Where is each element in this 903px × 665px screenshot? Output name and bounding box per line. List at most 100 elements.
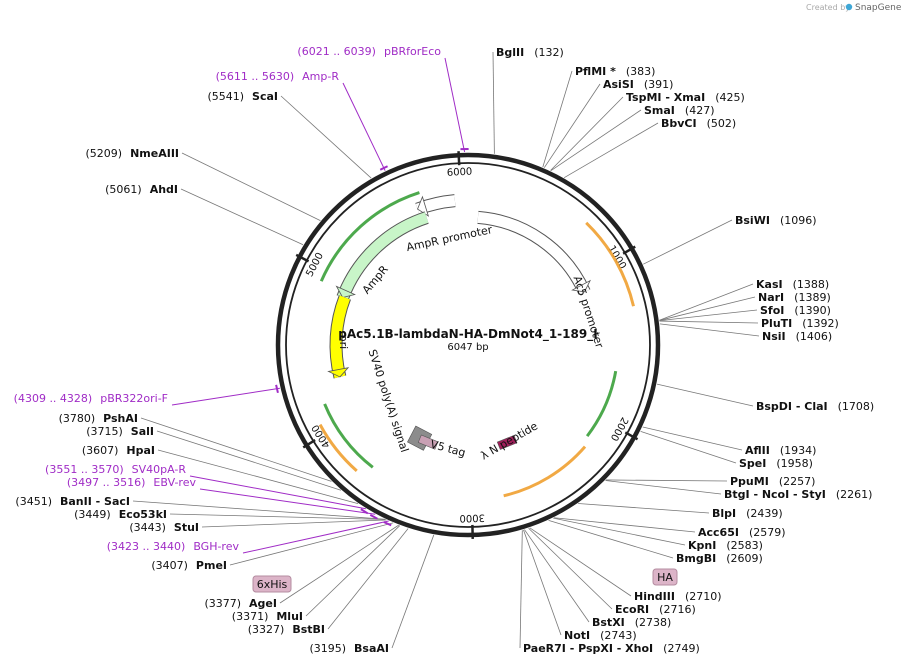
tick-mark [457, 151, 461, 166]
enzyme-leader [542, 70, 573, 168]
primer-range: (4309 .. 4328) [14, 392, 93, 405]
enzyme-ahdi: AhdI(5061) [105, 183, 178, 196]
primer-mark [379, 165, 388, 171]
orf-arc [585, 370, 618, 438]
enzyme-position: (2738) [635, 616, 672, 629]
enzyme-bsiwi: BsiWI (1096) [735, 214, 817, 227]
enzyme-leader [180, 188, 304, 246]
enzyme-name: PpuMI [730, 475, 769, 488]
enzyme-name: AhdI [150, 183, 178, 196]
enzyme-name: Eco53kI [119, 508, 167, 521]
primer-ebv-rev: EBV-rev(3497 .. 3516) [67, 476, 197, 489]
enzyme-name: AgeI [249, 597, 277, 610]
enzyme-leader [659, 323, 760, 337]
primer-leader [342, 82, 386, 171]
enzyme-leader [640, 430, 737, 464]
primer-leader [242, 520, 389, 554]
enzyme-position: (2261) [836, 488, 873, 501]
enzyme-name: NmeAIII [130, 147, 179, 160]
primer-range: (5611 .. 5630) [216, 70, 295, 83]
enzyme-asisi: AsiSI(391) [603, 78, 673, 91]
plasmid-name: pAc5.1B-lambdaN-HA-DmNot4_1-189_I [338, 327, 597, 342]
enzyme-bbvci: BbvCI(502) [661, 117, 736, 130]
primer-mark [275, 384, 279, 394]
enzyme-position: (5209) [86, 147, 123, 160]
enzyme-tspmi-xmai: TspMI - XmaI (425) [626, 91, 745, 104]
enzyme-position: (132) [534, 46, 564, 59]
enzyme-position: (1096) [780, 214, 817, 227]
tick-mark [295, 253, 310, 263]
enzyme-position: (3449) [74, 508, 111, 521]
enzyme-agei: AgeI(3377) [204, 597, 277, 610]
enzyme-position: (425) [715, 91, 745, 104]
feature-label-ampr-promoter: AmpR promoter [405, 223, 494, 254]
enzyme-name: BsiWI [735, 214, 770, 227]
enzyme-leader [519, 530, 523, 649]
orf-arc [318, 423, 358, 473]
enzyme-leader [659, 296, 756, 321]
enzyme-position: (427) [685, 104, 715, 117]
enzyme-pluti: PluTI (1392) [761, 317, 839, 330]
enzyme-name: PmeI [196, 559, 227, 572]
enzyme-name: BanII - SacI [60, 495, 130, 508]
enzyme-kpni: KpnI(2583) [688, 539, 763, 552]
primer-range: (6021 .. 6039) [297, 45, 376, 58]
outer-ring [275, 152, 661, 538]
enzyme-leader [548, 519, 674, 559]
enzyme-leader [656, 383, 754, 407]
enzyme-bstbi: BstBI(3327) [248, 623, 325, 636]
enzyme-leader [157, 449, 359, 504]
enzyme-aflii: AflII(1934) [745, 444, 816, 457]
enzyme-position: (1708) [838, 400, 875, 413]
enzyme-position: (2716) [659, 603, 696, 616]
enzyme-position: (1389) [794, 291, 831, 304]
enzyme-leader [391, 534, 435, 649]
enzyme-leader [578, 503, 710, 514]
orf-arc [585, 221, 635, 307]
enzyme-leader [550, 109, 642, 172]
feature-n-peptide [496, 434, 518, 450]
primer-name: EBV-rev [153, 476, 196, 489]
enzyme-position: (5541) [207, 90, 244, 103]
primer-name: SV40pA-R [132, 463, 187, 476]
enzyme-position: (2257) [779, 475, 816, 488]
enzyme-name: BstXI [592, 616, 625, 629]
enzyme-position: (1388) [793, 278, 830, 291]
primer-leader [199, 488, 376, 515]
tick-mark [624, 431, 639, 441]
enzyme-position: (2743) [600, 629, 637, 642]
enzyme-noti: NotI(2743) [564, 629, 637, 642]
credit-brand: SnapGene [855, 3, 902, 13]
feature-ori [327, 295, 351, 379]
ha-tag-box: HA [652, 568, 678, 586]
enzyme-name: AsiSI [603, 78, 634, 91]
enzyme-leader [132, 500, 386, 520]
enzyme-btgi-ncoi-styi: BtgI - NcoI - StyI(2261) [724, 488, 872, 501]
enzyme-leader [659, 283, 754, 321]
enzyme-name: PluTI [761, 317, 792, 330]
enzyme-position: (2710) [685, 590, 722, 603]
enzyme-stui: StuI(3443) [129, 521, 199, 534]
enzyme-eco53ki: Eco53kI (3449) [74, 508, 167, 521]
enzyme-position: (1392) [802, 317, 839, 330]
enzyme-name: BlpI [712, 507, 736, 520]
primer-pbr322ori-f: pBR322ori-F (4309 .. 4328) [14, 392, 168, 405]
enzyme-sfoi: SfoI(1390) [760, 304, 831, 317]
feature-label-n-peptide: λ N peptide [478, 419, 540, 462]
primer-name: pBR322ori-F [100, 392, 168, 405]
enzyme-leader [529, 527, 632, 597]
enzyme-leader [140, 417, 332, 482]
primer-labels: pBRforEco(6021 .. 6039)Amp-R(5611 .. 563… [14, 45, 442, 553]
enzyme-pmei: PmeI(3407) [151, 559, 227, 572]
enzyme-leader [659, 309, 758, 322]
inner-ring [285, 162, 651, 528]
enzyme-bsaai: BsaAI(3195) [309, 642, 389, 655]
enzyme-position: (1958) [776, 457, 813, 470]
enzyme-position: (2583) [726, 539, 763, 552]
primer-amp-r: Amp-R(5611 .. 5630) [216, 70, 340, 83]
enzyme-name: TspMI - XmaI [626, 91, 705, 104]
enzyme-name: BglII [496, 46, 524, 59]
enzyme-labels: BglII(132)PflMI *(383)AsiSI(391)TspMI - … [15, 46, 874, 655]
enzyme-paer7i-pspxi-xhoi: PaeR7I - PspXI - XhoI(2749) [523, 642, 700, 655]
enzyme-ppumi: PpuMI (2257) [730, 475, 815, 488]
